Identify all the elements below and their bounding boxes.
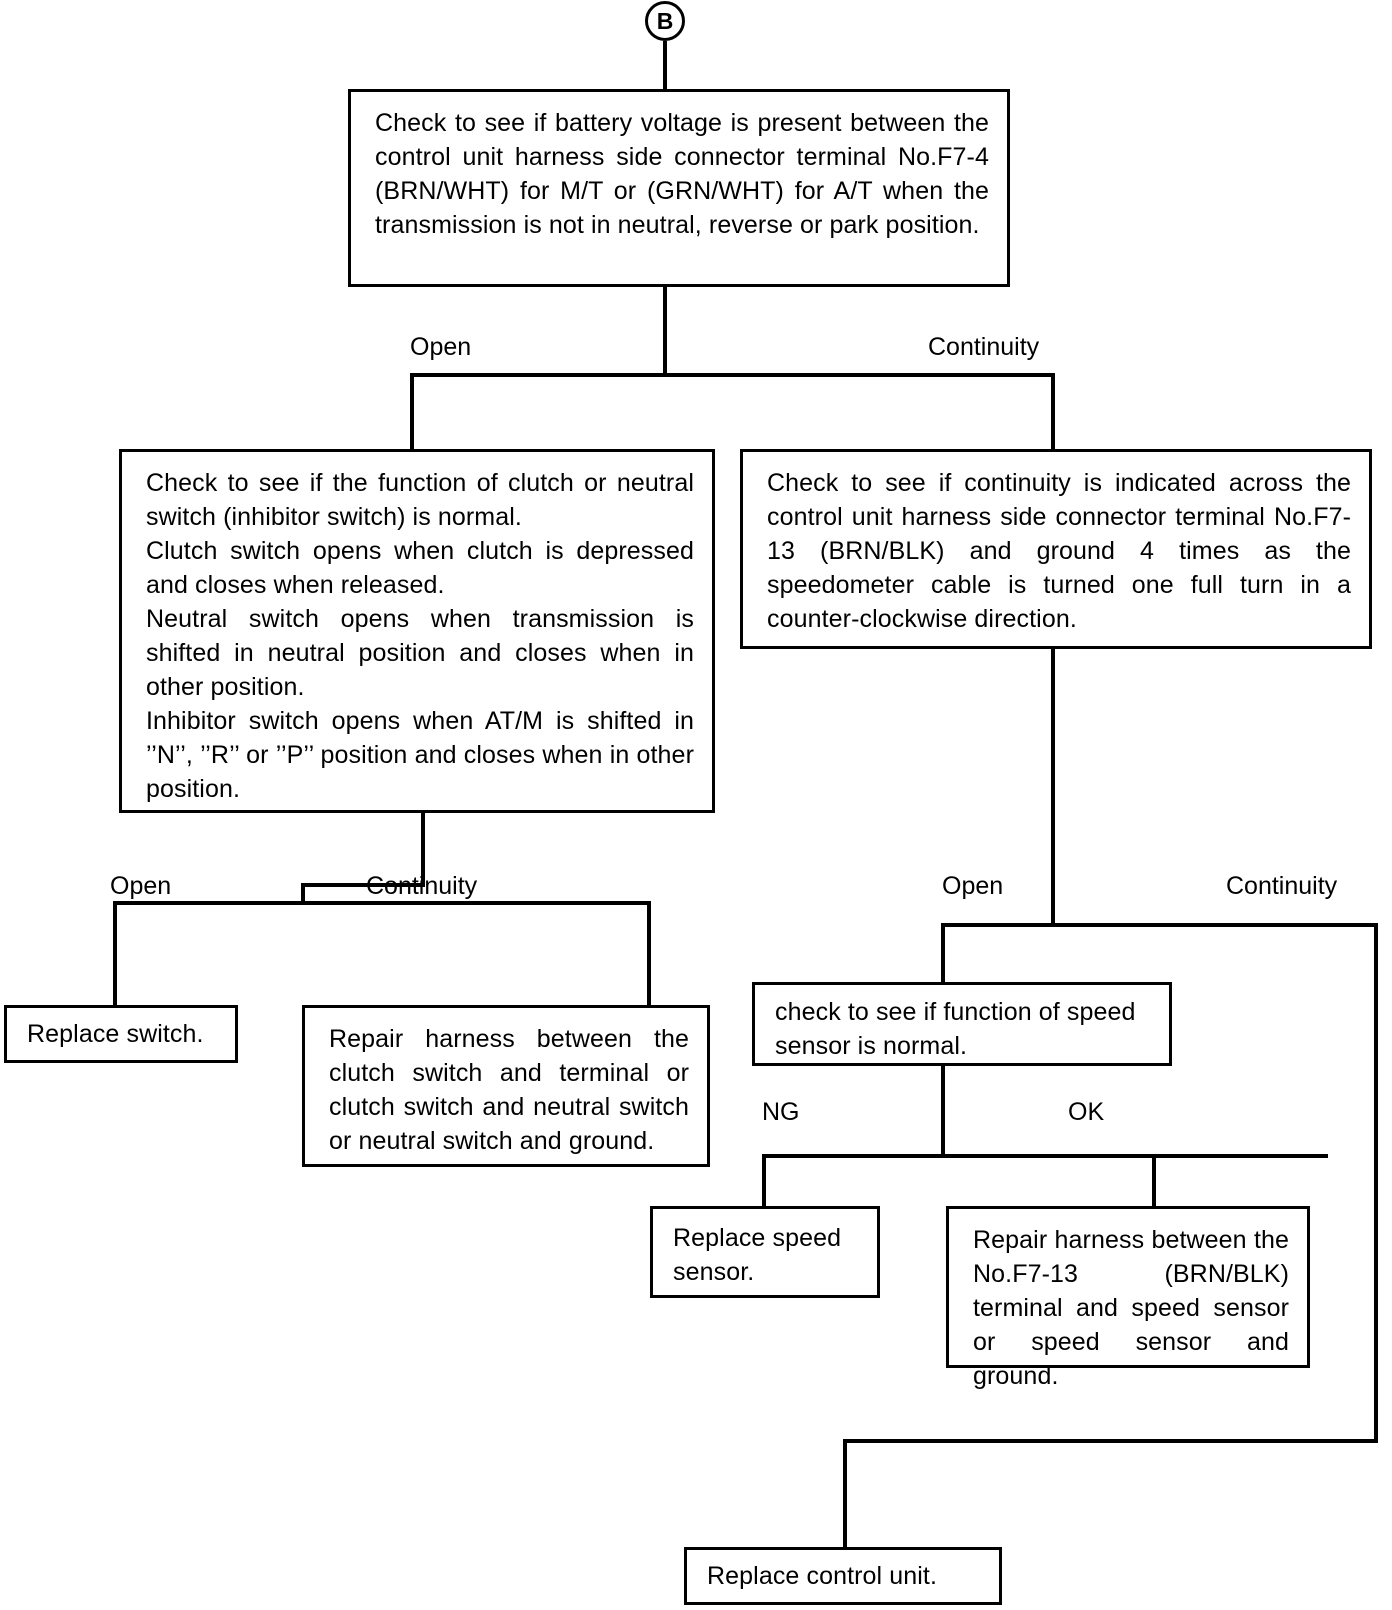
edge-left-continuity-drop	[647, 901, 651, 1007]
node-check-battery-voltage-text: Check to see if battery voltage is prese…	[375, 109, 989, 239]
edge-final-join-bar	[843, 1439, 1378, 1443]
node-repair-harness-clutch-text: Repair harness between the clutch switch…	[329, 1025, 689, 1155]
node-check-clutch-neutral-switch-text: Check to see if the function of clutch o…	[146, 469, 694, 803]
node-check-continuity-f7-13-text: Check to see if continuity is indicated …	[767, 469, 1351, 633]
edge-b-to-check-battery	[663, 41, 667, 89]
node-replace-control-unit: Replace control unit.	[684, 1547, 1002, 1605]
node-check-speed-sensor: check to see if function of speed sensor…	[752, 982, 1172, 1066]
node-check-continuity-f7-13: Check to see if continuity is indicated …	[740, 449, 1372, 649]
edge-speed-sensor-stem	[941, 1066, 945, 1158]
node-replace-switch: Replace switch.	[4, 1005, 238, 1063]
edge-ng-drop	[762, 1154, 766, 1238]
edge-final-drop	[843, 1439, 847, 1549]
edge-ok-drop	[1152, 1154, 1156, 1238]
node-replace-speed-sensor: Replace speed sensor.	[650, 1206, 880, 1298]
edge-label-top-continuity: Continuity	[928, 333, 1040, 361]
edge-label-top-open: Open	[410, 333, 472, 361]
edge-label-left-continuity: Continuity	[366, 872, 478, 900]
connector-node-b: B	[645, 1, 685, 41]
edge-label-right-open: Open	[942, 872, 1004, 900]
edge-left-mid-stem	[421, 813, 425, 887]
node-check-battery-voltage: Check to see if battery voltage is prese…	[348, 89, 1010, 287]
edge-top-split-bar	[410, 373, 1055, 377]
edge-right-continuity-drop	[1374, 923, 1378, 1443]
edge-label-ok: OK	[1068, 1098, 1105, 1126]
edge-right-mid-stem	[1051, 649, 1055, 927]
node-replace-speed-sensor-text: Replace speed sensor.	[673, 1224, 842, 1286]
edge-label-left-open: Open	[110, 872, 172, 900]
edge-ngok-split-bar	[762, 1154, 1328, 1158]
node-repair-harness-speed-sensor: Repair harness between the No.F7-13 (BRN…	[946, 1206, 1310, 1390]
edge-left-mid-elbow-drop	[301, 883, 305, 905]
edge-top-open-drop	[410, 373, 414, 451]
node-repair-harness-clutch: Repair harness between the clutch switch…	[302, 1005, 710, 1167]
edge-left-mid-elbow	[301, 883, 425, 887]
node-check-speed-sensor-text: check to see if function of speed sensor…	[775, 998, 1136, 1060]
edge-check-battery-stem	[663, 287, 667, 377]
edge-top-continuity-drop	[1051, 373, 1055, 451]
connector-label: B	[656, 7, 674, 34]
edge-label-ng: NG	[762, 1098, 800, 1126]
edge-left-split-bar	[113, 901, 651, 905]
edge-right-split-bar	[941, 923, 1378, 927]
edge-label-right-continuity: Continuity	[1226, 872, 1338, 900]
node-check-clutch-neutral-switch: Check to see if the function of clutch o…	[119, 449, 715, 813]
edge-left-open-drop	[113, 901, 117, 1007]
edge-right-open-drop	[941, 923, 945, 1031]
node-replace-switch-text: Replace switch.	[27, 1020, 204, 1048]
node-repair-harness-speed-sensor-text: Repair harness between the No.F7-13 (BRN…	[973, 1226, 1289, 1390]
node-replace-control-unit-text: Replace control unit.	[707, 1562, 938, 1590]
